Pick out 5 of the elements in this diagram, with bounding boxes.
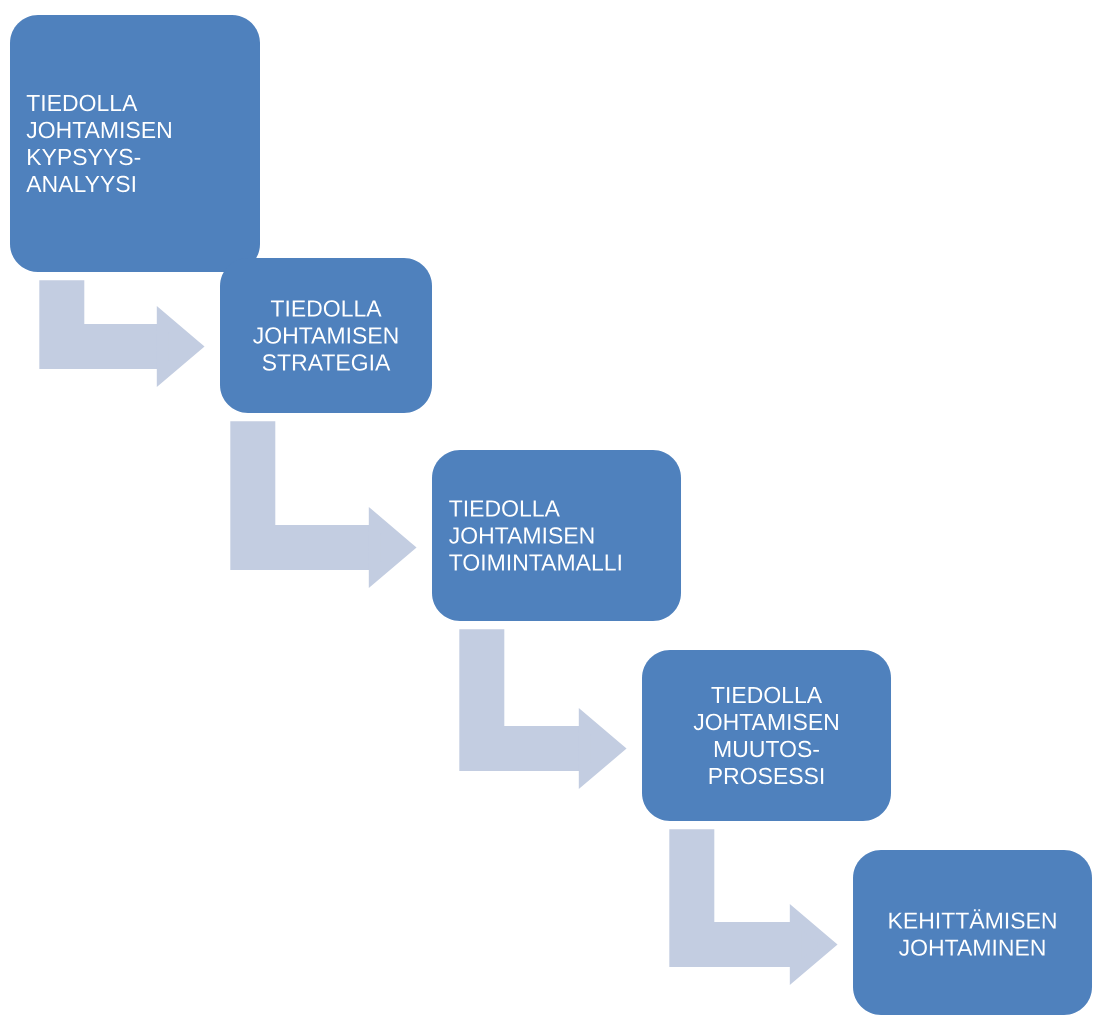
process-box: TIEDOLLA JOHTAMISEN MUUTOS- PROSESSI	[642, 650, 891, 821]
process-box: KEHITTÄMISEN JOHTAMINEN	[853, 850, 1092, 1015]
process-box: TIEDOLLA JOHTAMISEN STRATEGIA	[220, 258, 432, 413]
process-box: TIEDOLLA JOHTAMISEN TOIMINTAMALLI	[432, 450, 681, 621]
process-box: TIEDOLLA JOHTAMISEN KYPSYYS- ANALYYSI	[10, 15, 260, 272]
